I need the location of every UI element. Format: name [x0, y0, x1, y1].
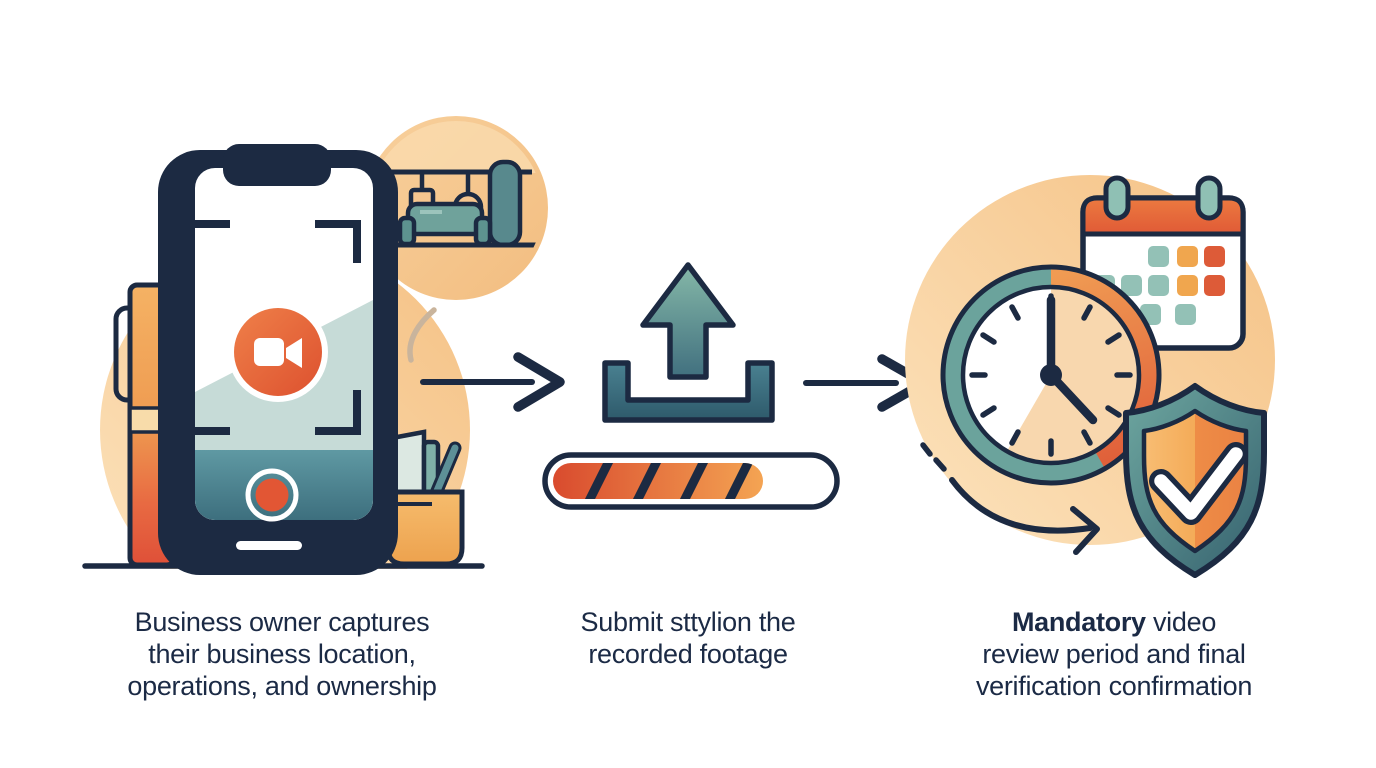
upload-arrow-icon [640, 262, 736, 380]
record-button-icon [245, 468, 299, 522]
step1-caption: Business owner captures their business l… [88, 606, 476, 702]
step1-illustration [70, 116, 550, 580]
video-camera-badge-icon [228, 302, 328, 402]
plant-icon [487, 159, 523, 248]
caption-line: their business location, [148, 639, 416, 669]
check-mark-icon [1154, 447, 1243, 520]
step3-caption: Mandatory video review period and final … [943, 606, 1285, 702]
step2-illustration [542, 262, 840, 510]
caption-line: verification confirmation [975, 671, 1253, 701]
caption-line-rest: video [1145, 607, 1217, 637]
caption-line: Submit sttylion the [580, 607, 796, 637]
caption-line: operations, and ownership [127, 671, 437, 701]
home-indicator [236, 541, 302, 550]
pencil-cup-icon [385, 429, 465, 567]
progress-bar-icon [542, 452, 840, 510]
caption-line: recorded footage [588, 639, 788, 669]
cycle-arrow-icon [920, 442, 1100, 555]
step3-illustration [905, 175, 1275, 578]
wire-decoration [407, 307, 437, 363]
step2-caption: Submit sttylion the recorded footage [538, 606, 838, 670]
caption-line: review period and final [982, 639, 1246, 669]
upload-icon [602, 262, 775, 423]
caption-line: Business owner captures [134, 607, 430, 637]
upload-tray-icon [602, 360, 775, 423]
arrow-right-icon [420, 352, 565, 412]
phone-notch [223, 144, 331, 186]
caption-line: Mandatory video [943, 606, 1285, 638]
shield-check-icon [1123, 383, 1267, 578]
clock-icon [940, 264, 1162, 486]
caption-bold-word: Mandatory [1011, 607, 1146, 637]
smartphone-video-recorder-icon [158, 144, 398, 575]
viewfinder-brackets-icon [184, 220, 361, 435]
